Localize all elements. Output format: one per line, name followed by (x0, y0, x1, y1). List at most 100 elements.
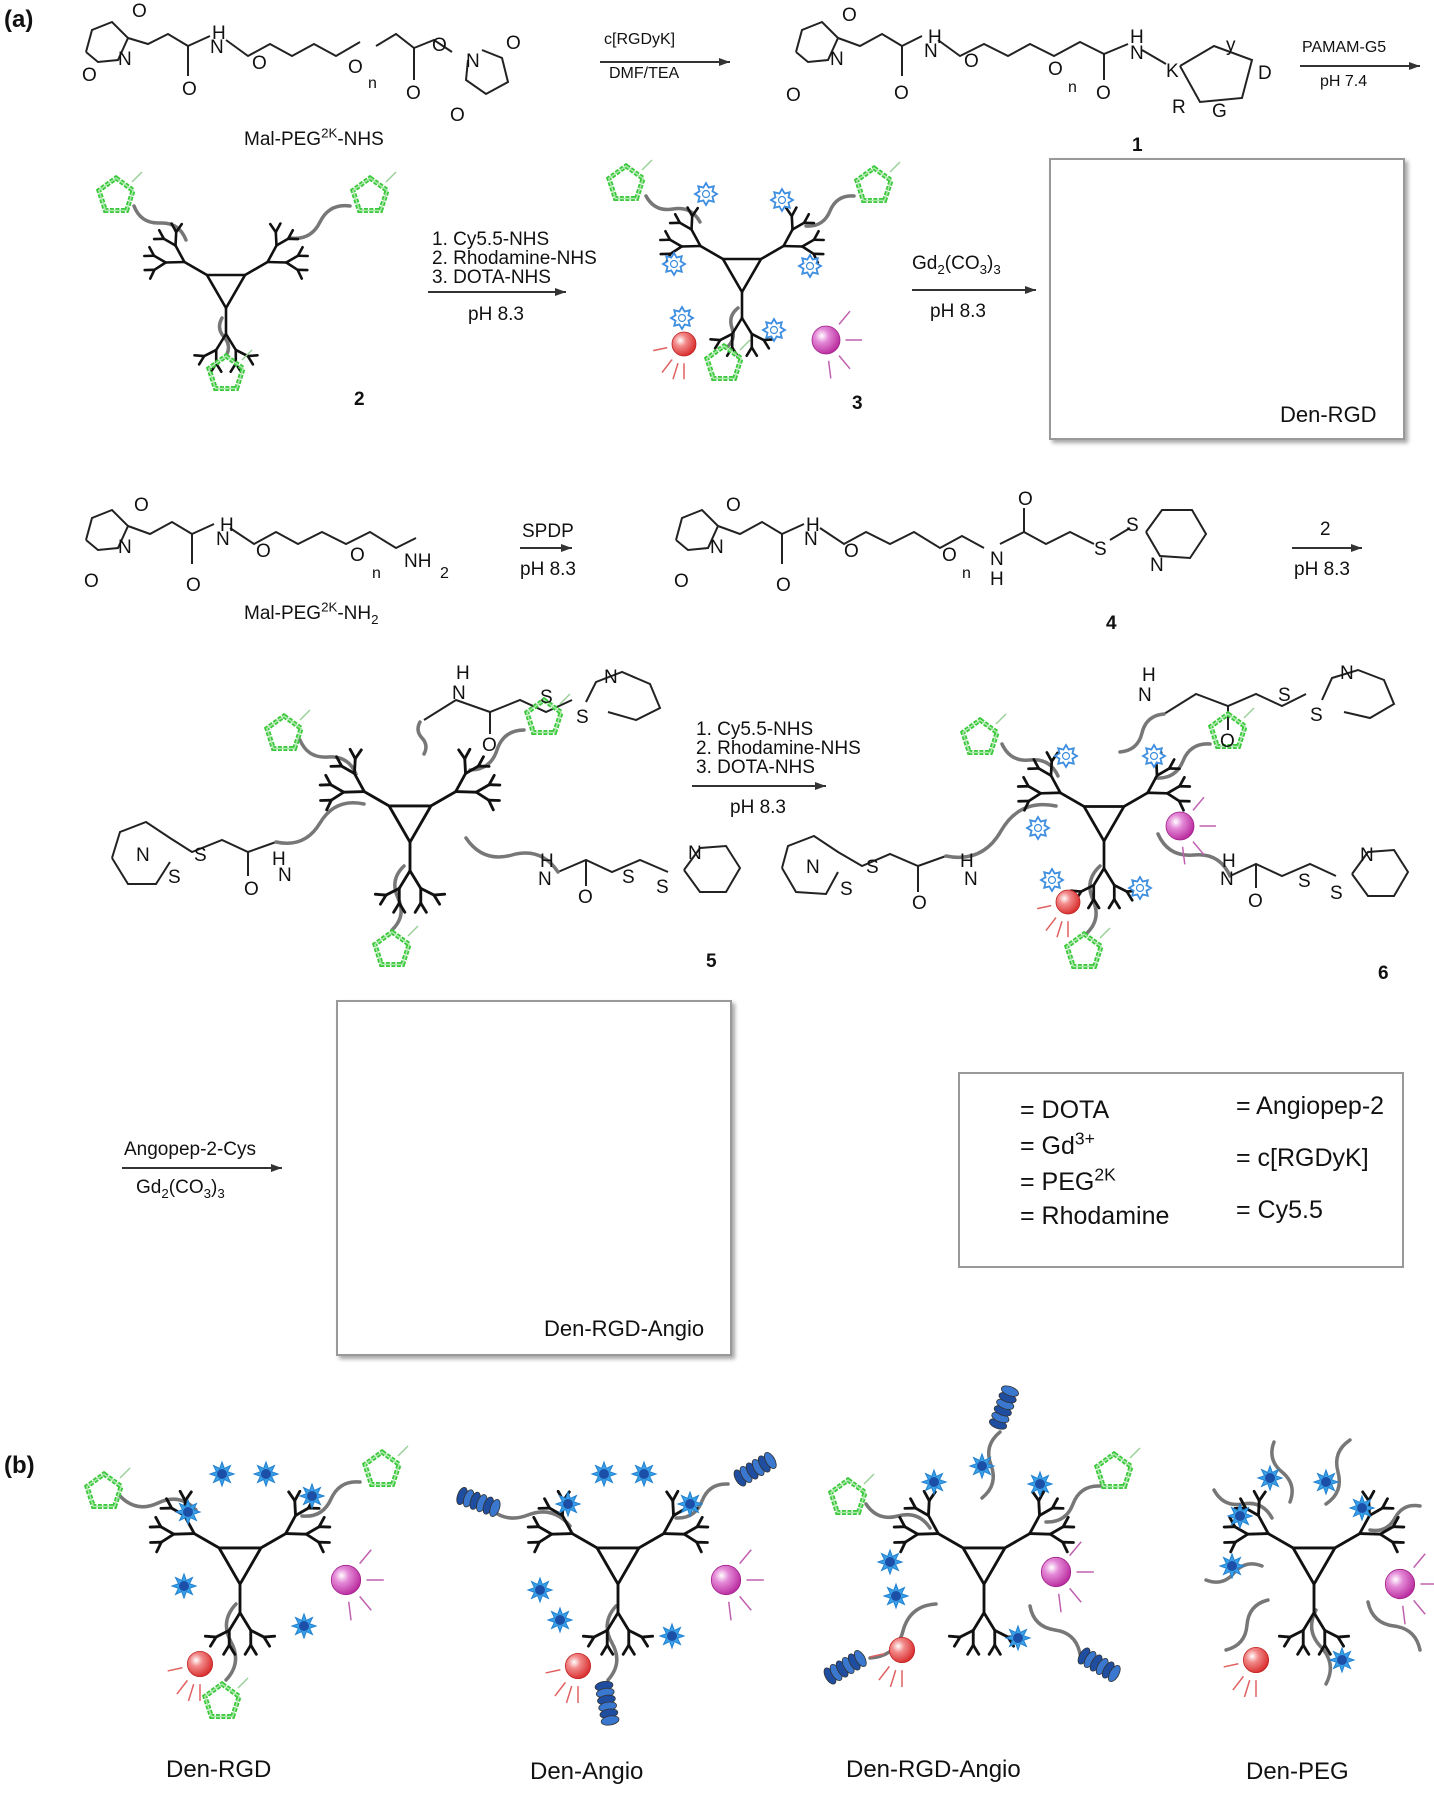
rgd-peptide (263, 709, 311, 752)
row2-gd-carbonate-label: Gd2(CO3)3 (912, 253, 1001, 277)
dota-chelator (669, 305, 695, 331)
peg-chain (288, 203, 352, 241)
atom-label: O (894, 83, 909, 104)
dota-chelator (1127, 875, 1153, 901)
mal-peg-nh2-label: Mal-PEG2K-NH2 (244, 599, 379, 627)
bond (423, 698, 573, 721)
gd-dota-complex (546, 1606, 574, 1634)
bond (717, 520, 783, 536)
row2-step-line-2: 2. Rhodamine-NHS (432, 248, 597, 269)
legend-rhodamine: = Rhodamine (1020, 1202, 1170, 1230)
rhodamine-dye (545, 1653, 592, 1704)
panel-b-label-den-rgd: Den-RGD (166, 1756, 272, 1783)
rgd-peptide (361, 1445, 409, 1488)
atom-label: O (1248, 891, 1263, 912)
atom-label: O (350, 545, 365, 566)
peg-chain (132, 204, 188, 242)
atom-label: O (726, 495, 741, 516)
dota-chelator (1141, 743, 1167, 769)
gd-dota-complex (1312, 1468, 1340, 1496)
bond (1321, 668, 1396, 720)
cy55-dye (811, 310, 862, 379)
rgd-peptide (95, 171, 143, 214)
gd-dota-complex (170, 1572, 198, 1600)
atom-label: S (840, 879, 853, 900)
den-rgd-angio-product-box (336, 1000, 732, 1356)
atom-label: N (136, 845, 150, 866)
step2-reagent-label: PAMAM-G5 (1302, 39, 1387, 56)
atom-label: O (674, 571, 689, 592)
rgd-peptide (853, 161, 901, 204)
angiopep-peptide (823, 1649, 867, 1685)
atom-label: O (964, 51, 979, 72)
gd-dota-complex (290, 1612, 318, 1640)
atom-label: N (278, 865, 292, 886)
atom-label: O (252, 53, 267, 74)
atom-label: O (1048, 59, 1063, 80)
legend-box (958, 1072, 1404, 1268)
atom-label: S (622, 867, 635, 888)
rgd-peptide (703, 339, 751, 382)
atom-label: N (990, 549, 1004, 570)
atom-label: n (962, 565, 971, 582)
gd-dota-complex (208, 1460, 236, 1488)
rgd-peptide (83, 1467, 131, 1510)
angiopep-peptide (594, 1680, 620, 1726)
peptide-letter-r: R (1172, 97, 1186, 118)
peg-chain (1028, 1604, 1082, 1656)
gd-dota-complex (554, 1490, 582, 1518)
row2-step-ph: pH 8.3 (468, 304, 524, 325)
atom-label: O (482, 735, 497, 756)
cy55-dye (330, 1549, 384, 1621)
bond (585, 670, 662, 722)
atom-label: N (964, 869, 978, 890)
peg-chain (724, 306, 740, 350)
atom-label: S (656, 877, 669, 898)
row2-step-line-3: 3. DOTA-NHS (432, 267, 551, 288)
atom-label: O (406, 83, 421, 104)
step1-reagent-label: c[RGDyK] (604, 31, 676, 48)
bond (781, 867, 839, 896)
atom-label: O (450, 105, 465, 126)
peg-chain (224, 1602, 238, 1682)
rgd-peptide (371, 925, 419, 968)
bond (557, 858, 669, 874)
peg-chain (804, 194, 856, 228)
rgd-peptide (349, 171, 397, 214)
atom-label: H (1142, 665, 1156, 686)
gd-dota-complex (968, 1452, 996, 1480)
atom-label: O (134, 495, 149, 516)
spdp-reagent-label: SPDP (522, 521, 574, 542)
bond (1229, 862, 1337, 878)
bond (1163, 692, 1307, 715)
atom-label: O (912, 893, 927, 914)
atom-label: O (1220, 731, 1235, 752)
bond (901, 35, 923, 47)
rgd-peptide (201, 1677, 249, 1720)
atom-label: O (186, 575, 201, 596)
atom-label: N (118, 49, 132, 70)
peg-chain (868, 1602, 938, 1660)
gd-dota-complex (1026, 1470, 1054, 1498)
atom-label: N (830, 49, 844, 70)
atom-label: O (786, 85, 801, 106)
bond (1109, 527, 1131, 541)
atom-label: O (578, 887, 593, 908)
rgd-peptide (827, 1473, 875, 1516)
rhodamine-dye (869, 1637, 916, 1688)
atom-label: H (806, 515, 820, 536)
atom-label: N (210, 37, 224, 58)
atom-label: H (990, 569, 1004, 590)
pamam-dendrimer (1016, 751, 1192, 910)
pamam-dendrimer (892, 1489, 1076, 1656)
row4-step-line-1: 1. Cy5.5-NHS (696, 719, 814, 740)
bond (375, 32, 415, 49)
peg-chain (1309, 1608, 1333, 1686)
atom-label: O (942, 545, 957, 566)
den-rgd-angio-box-label: Den-RGD-Angio (544, 1316, 705, 1341)
rhodamine-dye (1223, 1647, 1270, 1698)
rgd-peptide (605, 159, 653, 202)
gd-dota-complex (590, 1460, 618, 1488)
compound-6-label: 6 (1378, 963, 1389, 984)
atom-label: 2 (440, 565, 449, 582)
